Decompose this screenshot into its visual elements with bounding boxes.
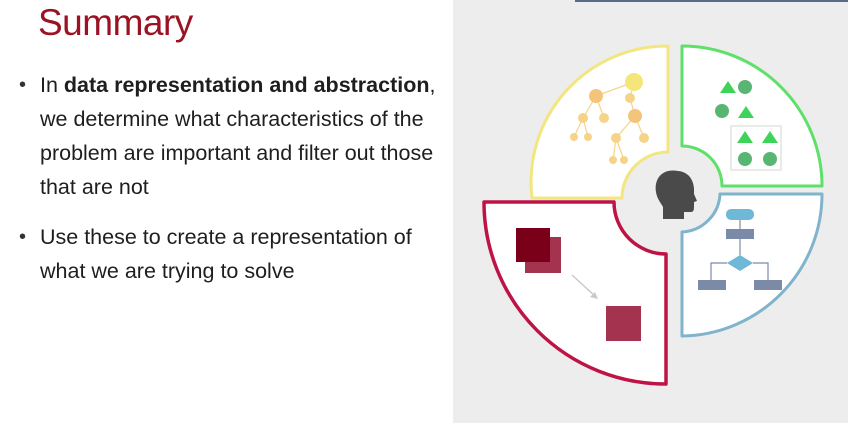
bullet-dot: • [19, 74, 27, 96]
slide-title: Summary [38, 2, 193, 43]
flowchart-icon [698, 209, 782, 290]
bullet-2-text: Use these to create a representation of … [40, 225, 412, 283]
head-profile-icon [655, 170, 697, 219]
top-bar [575, 0, 848, 2]
bullet-1-bold: data representation and abstraction [63, 73, 430, 97]
bullet-dot: • [19, 226, 27, 248]
squares-transform-icon [516, 228, 641, 341]
bullet-1-suffix: , we determine what characteristics of t… [40, 73, 436, 199]
bullet-list: • In data representation and abstraction… [16, 68, 436, 304]
blue-quadrant [680, 192, 824, 338]
shapes-icon [715, 80, 782, 171]
bullet-item-2: • Use these to create a representation o… [16, 220, 436, 288]
red-quadrant [482, 200, 668, 386]
bullet-1-prefix: In [40, 73, 64, 97]
tree-icon [570, 73, 649, 164]
bullet-item-1: • In data representation and abstraction… [16, 68, 436, 204]
yellow-quadrant [529, 44, 670, 200]
